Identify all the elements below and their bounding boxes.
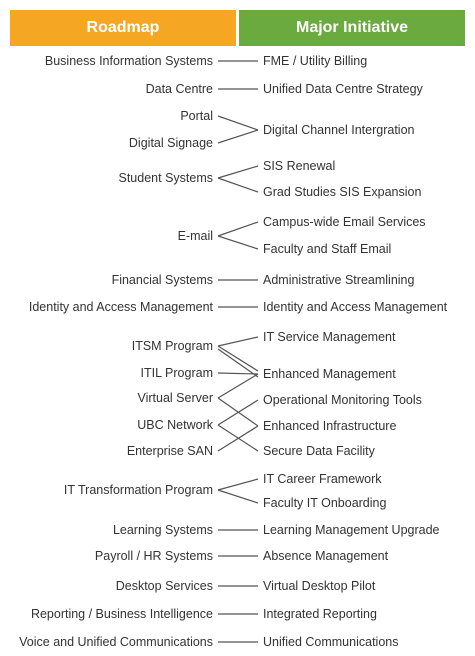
- initiative-item: Secure Data Facility: [263, 444, 375, 458]
- initiative-item: Unified Communications: [263, 635, 399, 649]
- connector-line: [217, 372, 259, 375]
- initiative-item: FME / Utility Billing: [263, 54, 368, 68]
- roadmap-header: Roadmap: [10, 10, 236, 46]
- initiative-item: Administrative Streamlining: [263, 273, 415, 287]
- roadmap-item: Virtual Server: [137, 391, 214, 405]
- connector-line: [217, 399, 259, 426]
- connector-line: [217, 221, 259, 237]
- connector-line: [217, 336, 259, 347]
- connector-line: [217, 129, 259, 144]
- roadmap-item: Enterprise SAN: [126, 444, 213, 458]
- initiative-item: Enhanced Infrastructure: [263, 419, 397, 433]
- roadmap-item: Financial Systems: [111, 273, 213, 287]
- connector-line: [217, 235, 259, 250]
- roadmap-item: Reporting / Business Intelligence: [30, 607, 213, 621]
- roadmap-item: Business Information Systems: [44, 54, 213, 68]
- initiative-item: Faculty IT Onboarding: [263, 496, 387, 510]
- roadmap-item: Payroll / HR Systems: [94, 549, 213, 563]
- initiative-item: Campus-wide Email Services: [263, 215, 426, 229]
- connector-line: [217, 478, 259, 491]
- roadmap-item: E-mail: [177, 229, 213, 243]
- roadmap-item: ITIL Program: [140, 366, 213, 380]
- initiative-item: Unified Data Centre Strategy: [263, 82, 423, 96]
- initiative-item: Faculty and Staff Email: [263, 242, 392, 256]
- initiative-item: Virtual Desktop Pilot: [263, 579, 376, 593]
- roadmap-item: Voice and Unified Communications: [19, 635, 213, 649]
- roadmap-item: Desktop Services: [115, 579, 213, 593]
- connector-line: [217, 345, 259, 372]
- initiative-item: Absence Management: [263, 549, 389, 563]
- initiative-item: IT Service Management: [263, 330, 396, 344]
- connector-line: [217, 165, 259, 179]
- roadmap-item: Student Systems: [118, 171, 214, 185]
- initiative-item: Identity and Access Management: [263, 300, 448, 314]
- initiative-item: Grad Studies SIS Expansion: [263, 185, 422, 199]
- initiative-item: IT Career Framework: [263, 472, 382, 486]
- connector-line: [217, 425, 259, 452]
- roadmap-item: ITSM Program: [131, 339, 213, 353]
- roadmap-item: Identity and Access Management: [28, 300, 213, 314]
- connector-line: [217, 348, 259, 378]
- initiative-item: Digital Channel Intergration: [263, 123, 415, 137]
- roadmap-item: IT Transformation Program: [63, 483, 213, 497]
- connector-line: [217, 177, 259, 193]
- major-initiative-header: Major Initiative: [239, 10, 465, 46]
- initiative-item: Enhanced Management: [263, 367, 396, 381]
- initiative-item: Learning Management Upgrade: [263, 523, 440, 537]
- roadmap-item: UBC Network: [137, 418, 213, 432]
- initiative-item: SIS Renewal: [263, 159, 336, 173]
- connector-line: [217, 373, 259, 399]
- roadmap-item: Digital Signage: [128, 136, 213, 150]
- roadmap-item: Portal: [180, 109, 213, 123]
- roadmap-item: Learning Systems: [112, 523, 213, 537]
- initiative-item: Operational Monitoring Tools: [263, 393, 422, 407]
- initiative-item: Integrated Reporting: [263, 607, 377, 621]
- connector-line: [217, 489, 259, 504]
- roadmap-item: Data Centre: [145, 82, 213, 96]
- connector-line: [217, 115, 259, 131]
